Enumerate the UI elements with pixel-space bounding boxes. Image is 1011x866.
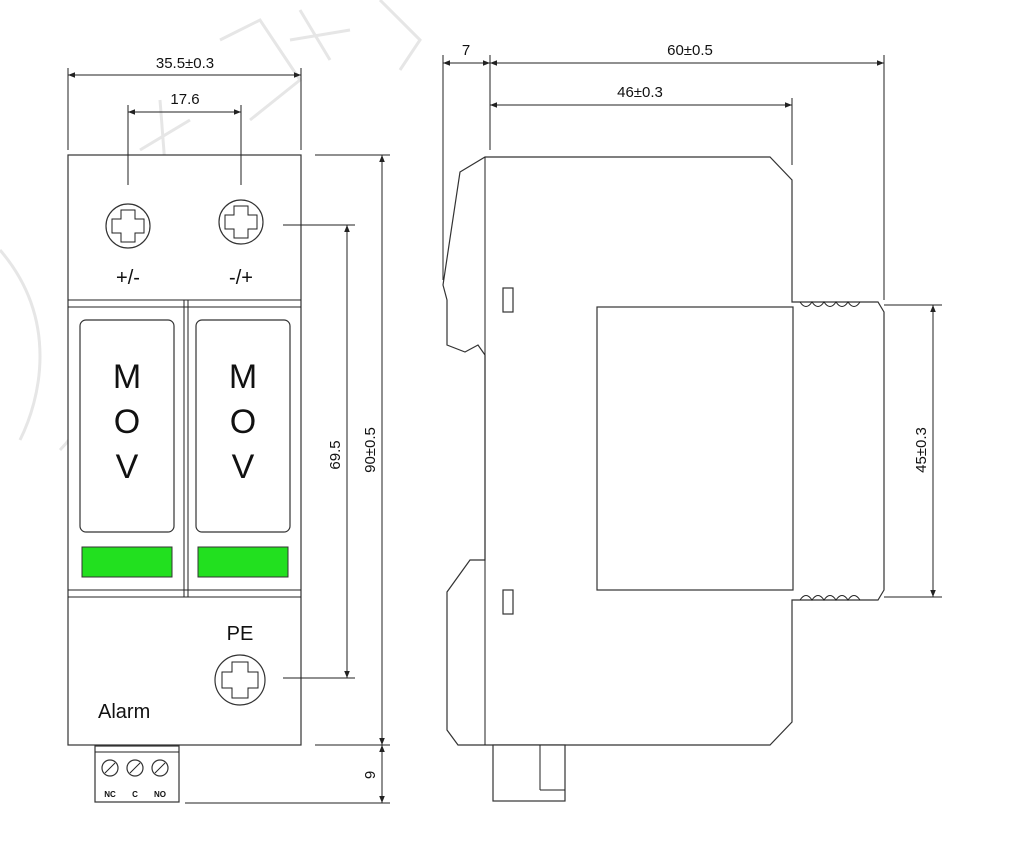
- dim-inner: 46±0.3: [617, 84, 663, 101]
- status-indicator-left: [81, 546, 173, 578]
- mov-window-right: [195, 319, 291, 533]
- front-view: M O V M O V +/- -/+ PE Alarm: [67, 55, 390, 804]
- grip-ridges-top: [799, 301, 861, 307]
- dim-width: 35.5±0.3: [156, 55, 214, 72]
- pe-label: PE: [227, 623, 254, 645]
- screw-terminal-pe: [214, 654, 266, 706]
- rail-slot-upper: [502, 287, 514, 313]
- alarm-label: Alarm: [98, 701, 150, 723]
- side-view: 7 60±0.5 46±0.3 45±0.3: [442, 42, 942, 802]
- screw-terminal-left: [105, 203, 151, 249]
- mov-window-left: [79, 319, 175, 533]
- rail-slot-lower: [502, 589, 514, 615]
- status-indicator-right: [197, 546, 289, 578]
- dim-front: 45±0.3: [913, 427, 930, 473]
- side-face-block: [596, 306, 794, 591]
- mov-letter-v-right: V: [232, 448, 255, 486]
- alarm-screws: [101, 759, 169, 777]
- alarm-terminal-no: NO: [154, 790, 166, 799]
- dim-alarm: 9: [362, 771, 379, 779]
- grip-ridges-bottom: [799, 595, 861, 601]
- mov-letter-o-left: O: [114, 403, 140, 441]
- screw-terminal-right: [218, 199, 264, 245]
- mov-letter-m-left: M: [113, 358, 141, 396]
- mov-letter-m-right: M: [229, 358, 257, 396]
- mov-letter-v-left: V: [116, 448, 139, 486]
- dim-terminal-span: 69.5: [327, 440, 344, 469]
- alarm-terminal-c: C: [132, 790, 138, 799]
- mov-letter-o-right: O: [230, 403, 256, 441]
- dim-rail: 7: [462, 42, 470, 59]
- terminal-label-left: +/-: [116, 267, 140, 289]
- dim-height: 90±0.5: [362, 427, 379, 473]
- dim-depth: 60±0.5: [667, 42, 713, 59]
- alarm-terminal-nc: NC: [104, 790, 116, 799]
- dim-pitch: 17.6: [170, 91, 199, 108]
- side-alarm-connector: [492, 744, 566, 802]
- terminal-label-right: -/+: [229, 267, 253, 289]
